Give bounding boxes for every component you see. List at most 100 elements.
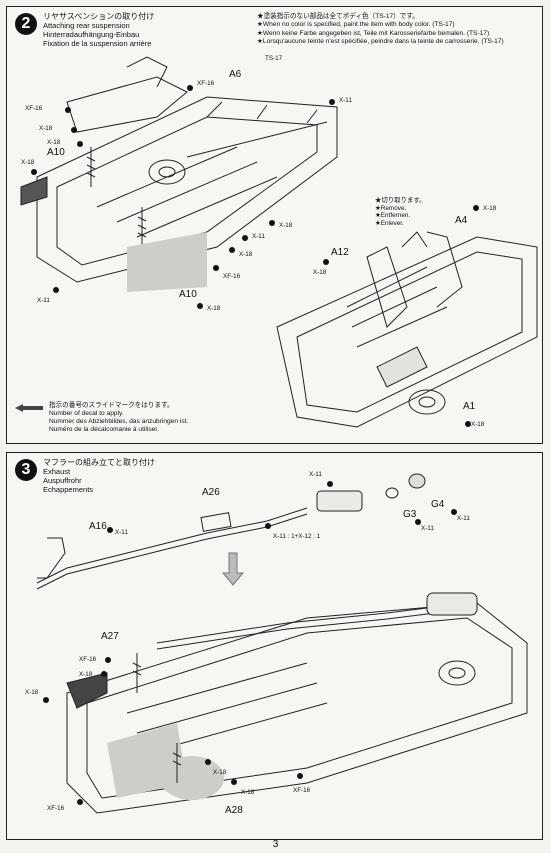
decal-note-de: Nummer des Abziehbildes, das anzubringen…	[49, 418, 189, 425]
paint-dot	[77, 799, 83, 805]
step-3-panel: 3 マフラーの組み立てと取り付け Exhaust Auspuffrohr Ech…	[6, 452, 543, 840]
paint-callout-x18-mid2: X-18	[239, 251, 253, 258]
paint-callout-x18-mid: X-18	[279, 222, 293, 229]
step-title-en: Attaching rear suspension	[43, 21, 130, 30]
cut-note-fr: ★Enlever.	[375, 219, 404, 227]
step-title-de: Auspuffrohr	[43, 476, 82, 485]
step-2-panel: 2 リヤサスペンションの取り付け Attaching rear suspensi…	[6, 6, 543, 444]
part-label-a16: A16	[89, 521, 107, 532]
paint-notes: ★塗装指示のない部品は全てボディ色（TS-17）です。 ★When no col…	[257, 13, 504, 47]
paint-callout-x11-g4: X-11	[457, 515, 470, 522]
paint-callout-xf16-bottom: XF-16	[223, 273, 241, 280]
part-label-a1: A1	[463, 401, 476, 412]
paint-callout-x18-bottom: X-18	[207, 305, 221, 312]
paint-dot	[231, 779, 237, 785]
paint-callout-x11-left: X-11	[37, 297, 50, 304]
part-label-g3: G3	[403, 509, 417, 520]
paint-callout-x18-a: X-18	[39, 125, 53, 132]
paint-callout-x18-a4: X-18	[483, 205, 497, 212]
paint-dot	[65, 107, 71, 113]
paint-dot	[269, 220, 275, 226]
paint-dot	[327, 481, 333, 487]
step-title-jp: リヤサスペンションの取り付け	[43, 12, 155, 21]
decal-note: 指示の番号のスライドマークをはります。 Number of decal to a…	[49, 402, 188, 434]
paint-callout-x18-c: X-18	[241, 789, 255, 796]
paint-dot	[187, 85, 193, 91]
decal-note-jp: 指示の番号のスライドマークをはります。	[49, 402, 174, 409]
paint-callout-xf16-left: XF-16	[25, 105, 43, 112]
paint-dot	[229, 247, 235, 253]
paint-dot	[415, 519, 421, 525]
paint-note-de: ★Wenn keine Farbe angegeben ist, Teile m…	[257, 29, 490, 37]
part-label-a6: A6	[229, 69, 242, 80]
paint-dot	[105, 657, 111, 663]
cut-note-en: ★Remove.	[375, 204, 407, 212]
step-titles: マフラーの組み立てと取り付け Exhaust Auspuffrohr Echap…	[43, 458, 155, 494]
paint-dot	[242, 235, 248, 241]
paint-callout-xf16-b: XF-16	[293, 787, 311, 794]
paint-callout-x11-g3: X-11	[421, 525, 434, 532]
part-label-a28: A28	[225, 805, 243, 816]
paint-note-en: ★When no color is specified, paint the i…	[257, 21, 455, 29]
paint-callout-xf16-top: XF-16	[197, 80, 215, 87]
paint-dot	[71, 127, 77, 133]
part-label-a27: A27	[101, 631, 119, 642]
paint-dot	[101, 671, 107, 677]
paint-callout-x11-top: X-11	[309, 471, 322, 478]
paint-dot	[197, 303, 203, 309]
part-label-a12: A12	[331, 247, 349, 258]
page-number: 3	[272, 839, 279, 850]
paint-dot	[473, 205, 479, 211]
paint-callout-x11-mid: X-11	[252, 233, 265, 240]
paint-dot	[77, 141, 83, 147]
step-titles: リヤサスペンションの取り付け Attaching rear suspension…	[43, 12, 154, 48]
rear-suspension-drawing	[20, 56, 538, 428]
paint-callout-x18-c: X-18	[21, 159, 35, 166]
step-title-jp: マフラーの組み立てと取り付け	[43, 458, 155, 467]
step-number: 3	[15, 459, 37, 481]
paint-callout-x18-b: X-18	[47, 139, 61, 146]
paint-dot	[323, 259, 329, 265]
decal-arrow-icon	[15, 404, 43, 412]
paint-callout-mix: X-11 : 1+X-12 : 1	[273, 533, 321, 540]
paint-dot	[31, 169, 37, 175]
paint-callout-x18-d: X-18	[213, 769, 227, 776]
paint-callout-x18-a1: X-18	[471, 421, 485, 428]
decal-note-en: Number of decal to apply.	[49, 410, 124, 417]
paint-dot	[465, 421, 471, 427]
paint-callout-ts17: TS-17	[265, 55, 283, 62]
cut-note: ★切り取ります。 ★Remove. ★Entfernen. ★Enlever.	[375, 197, 426, 227]
decal-note-fr: Numéro de la décalcomanie à utiliser.	[49, 426, 159, 433]
paint-callout-x18-a: X-18	[79, 671, 93, 678]
paint-dot	[205, 759, 211, 765]
step-title-fr: Fixation de la suspension arrière	[43, 39, 152, 48]
paint-dot	[107, 527, 113, 533]
part-label-a10-bottom: A10	[179, 289, 197, 300]
paint-callout-x18-a12: X-18	[313, 269, 327, 276]
paint-callout-x11-right: X-11	[339, 97, 352, 104]
paint-callout-xf16-a: XF-16	[79, 656, 97, 663]
cut-note-de: ★Entfernen.	[375, 212, 411, 220]
paint-callout-xf16-c: XF-16	[47, 805, 65, 812]
paint-dot	[43, 697, 49, 703]
paint-dot	[329, 99, 335, 105]
part-label-a10-top: A10	[47, 147, 65, 158]
paint-note-fr: ★Lorsqu'aucune teinte n'est spécifiée, p…	[257, 38, 504, 46]
part-label-g4: G4	[431, 499, 445, 510]
paint-callout-x11-a16: X-11	[115, 529, 128, 536]
part-label-a4: A4	[455, 215, 468, 226]
paint-dot	[213, 265, 219, 271]
step-title-en: Exhaust	[43, 467, 71, 476]
paint-dot	[53, 287, 59, 293]
step-title-de: Hinterradaufhängung-Einbau	[43, 30, 140, 39]
cut-note-jp: ★切り取ります。	[375, 197, 426, 204]
paint-dot	[451, 509, 457, 515]
paint-callout-x18-b: X-18	[25, 689, 39, 696]
paint-dot	[297, 773, 303, 779]
exhaust-drawing	[36, 473, 528, 814]
paint-dot	[265, 523, 271, 529]
part-label-a26: A26	[202, 487, 220, 498]
step-number: 2	[15, 13, 37, 35]
step-title-fr: Echappements	[43, 485, 94, 494]
